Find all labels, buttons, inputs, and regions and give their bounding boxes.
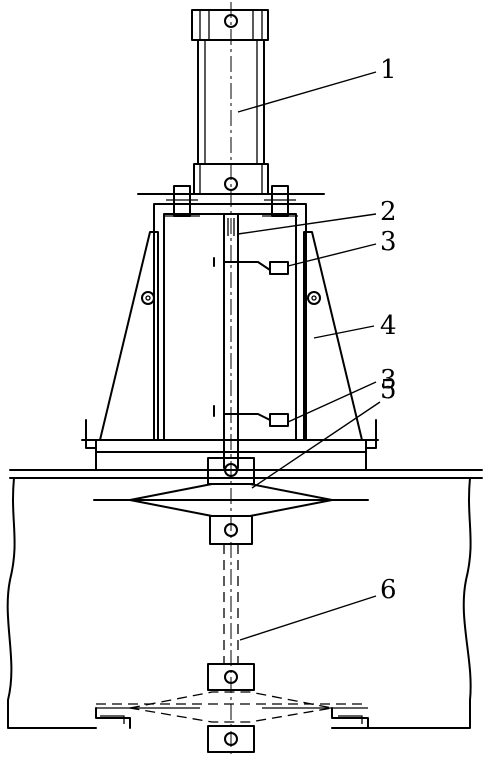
callout-5: 5 [380, 375, 397, 405]
callout-3-upper: 3 [380, 227, 397, 257]
lower-spring-clip [213, 405, 289, 427]
lower-shaft-hidden [96, 544, 368, 753]
callout-1: 1 [380, 55, 397, 85]
tank-body [6, 469, 483, 729]
callout-2: 2 [380, 197, 397, 227]
callout-4: 4 [380, 311, 397, 341]
callout-3-lower: 3 [380, 365, 397, 395]
u-bracket [153, 203, 307, 441]
callout-6: 6 [380, 575, 397, 605]
cylinder-assembly [191, 9, 269, 195]
shaft [218, 213, 244, 469]
leader-lines [237, 71, 381, 641]
callouts: 1 2 3 4 3 5 6 [380, 55, 397, 605]
upper-spring-clip [213, 257, 289, 275]
support-hood [81, 231, 379, 471]
